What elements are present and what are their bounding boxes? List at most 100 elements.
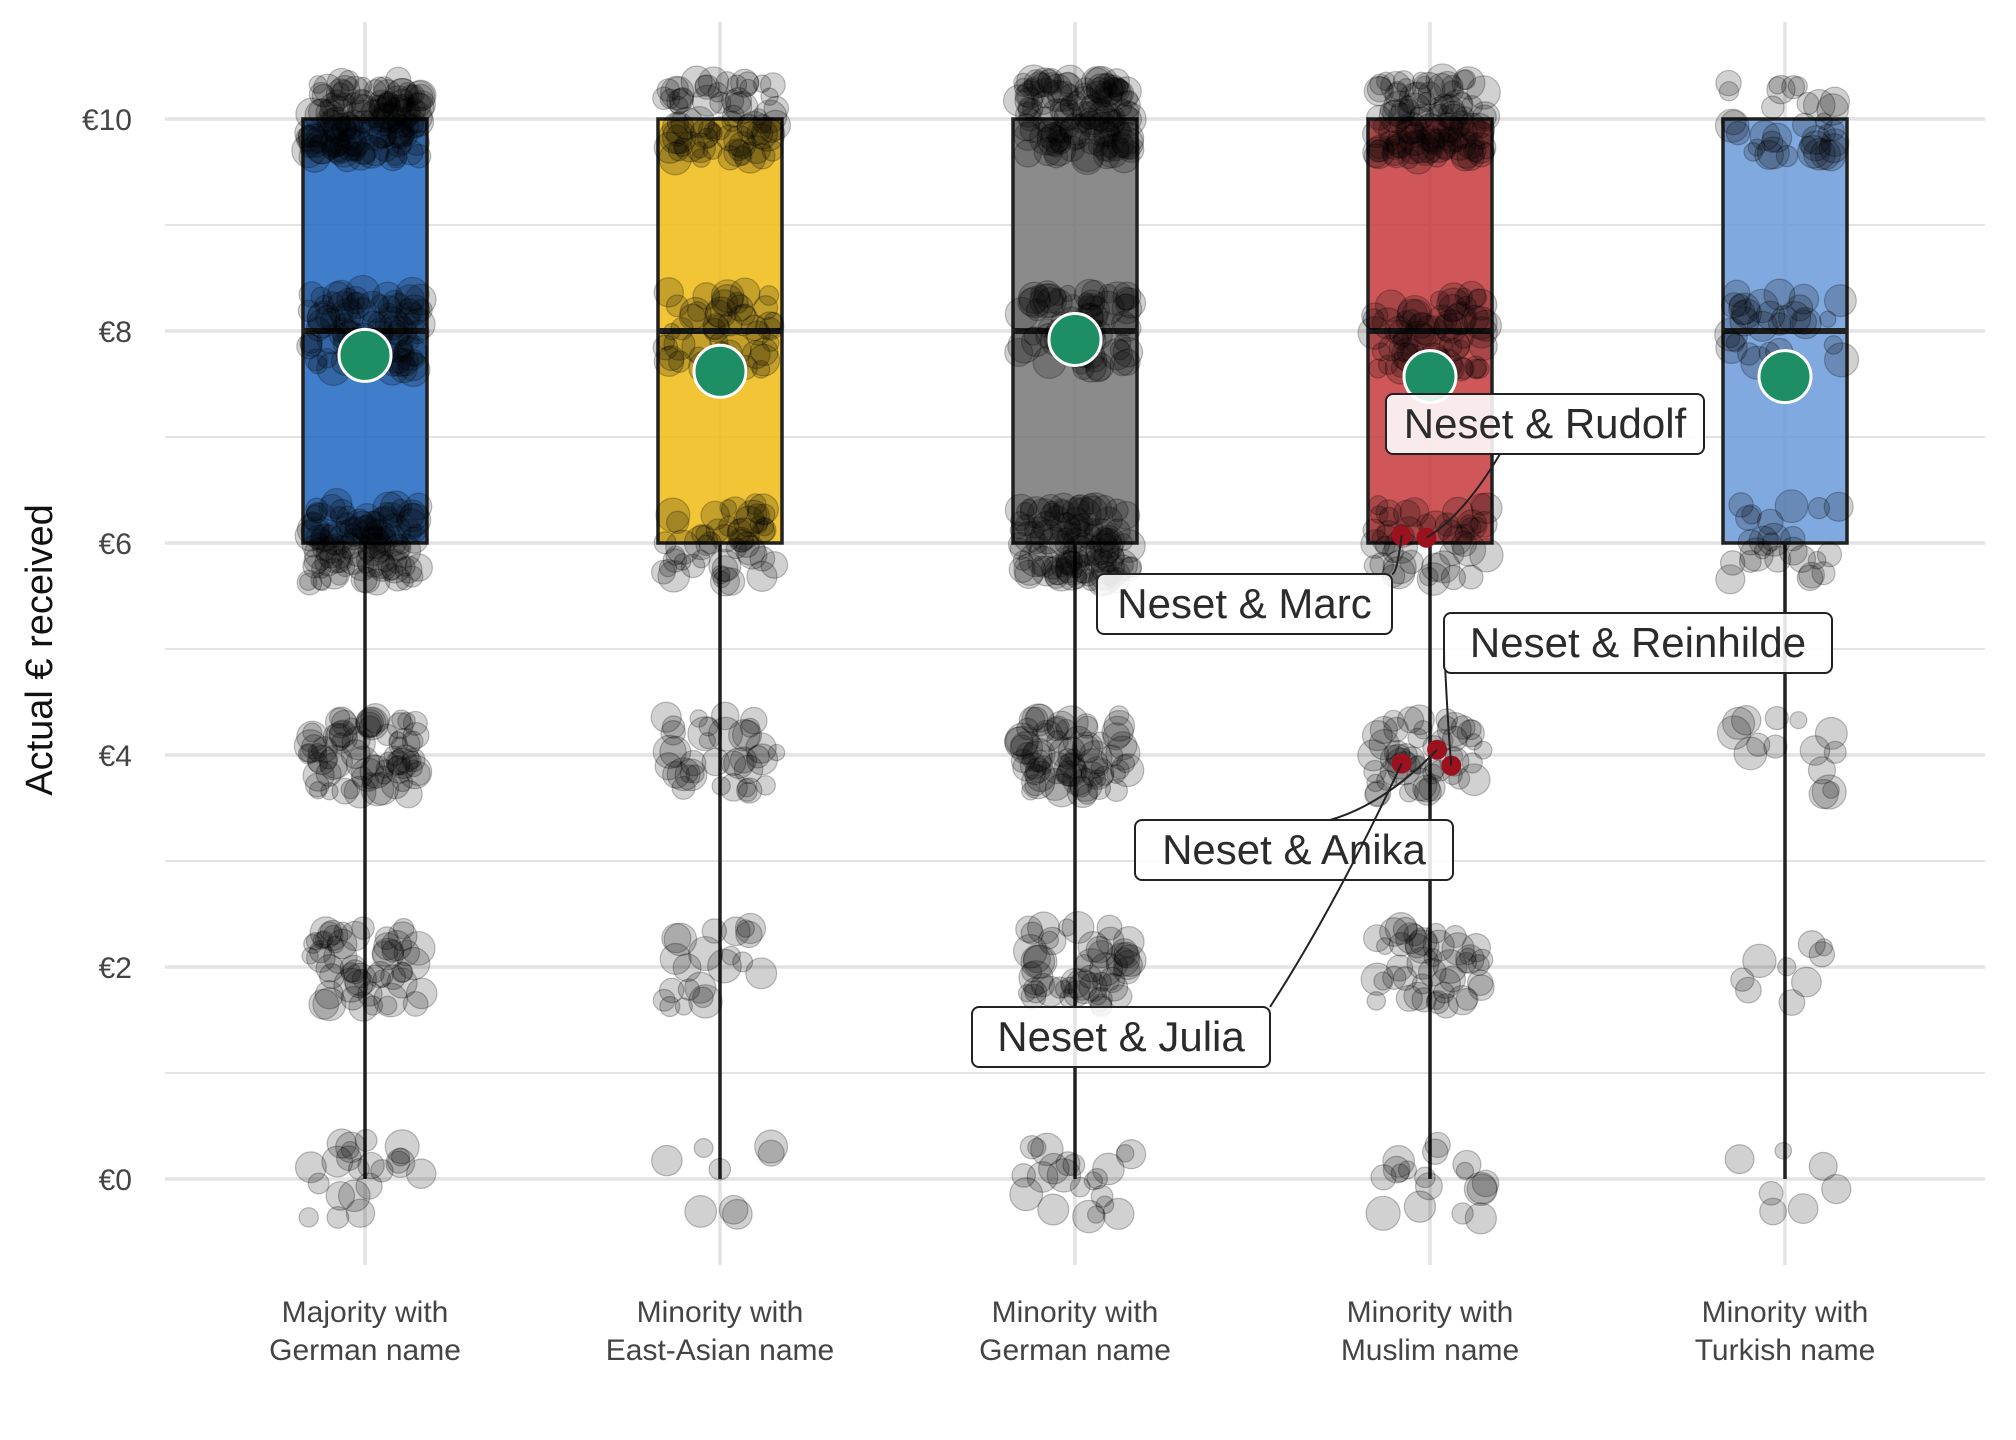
jitter-point <box>301 947 319 965</box>
jitter-point <box>325 545 354 574</box>
x-tick-label-line1: Minority with <box>1347 1296 1514 1329</box>
jitter-point <box>297 124 320 148</box>
jitter-point <box>1366 991 1387 1011</box>
jitter-point <box>294 1151 327 1184</box>
jitter-point <box>1055 550 1081 576</box>
jitter-point <box>390 88 414 112</box>
jitter-point <box>1823 342 1860 378</box>
jitter-point <box>712 570 731 589</box>
jitter-point <box>1791 966 1822 998</box>
jitter-point <box>322 109 344 132</box>
jitter-point <box>391 98 422 129</box>
jitter-point <box>351 730 371 750</box>
jitter-point <box>373 982 409 1018</box>
jitter-point <box>1092 120 1122 150</box>
jitter-point <box>347 1158 370 1181</box>
jitter-point <box>372 281 404 313</box>
annotation-label: Neset & Reinhilde <box>1470 619 1806 666</box>
jitter-point <box>1024 706 1049 731</box>
jitter-point <box>385 749 411 775</box>
jitter-point <box>1009 731 1043 765</box>
jitter-point <box>1091 494 1118 521</box>
jitter-point <box>1012 933 1048 969</box>
jitter-point <box>1067 970 1102 1005</box>
jitter-point <box>297 299 321 323</box>
jitter-point <box>319 520 355 556</box>
jitter-point <box>1724 1144 1755 1175</box>
jitter-point <box>319 524 344 549</box>
jitter-point <box>720 89 745 113</box>
jitter-point <box>1111 500 1141 530</box>
jitter-point <box>1368 139 1389 160</box>
jitter-point <box>320 128 350 158</box>
jitter-point <box>1048 530 1075 556</box>
y-axis-title: Actual € received <box>19 504 61 796</box>
jitter-point <box>721 945 741 966</box>
jitter-point <box>296 512 331 547</box>
jitter-point <box>1743 142 1764 162</box>
jitter-point <box>745 320 771 346</box>
jitter-point <box>658 119 693 155</box>
jitter-point <box>701 747 731 777</box>
jitter-point <box>1012 550 1034 572</box>
jitter-point <box>1414 1166 1436 1189</box>
jitter-point <box>1090 758 1109 777</box>
jitter-point <box>346 89 381 124</box>
jitter-point <box>1055 542 1089 576</box>
jitter-point <box>357 532 391 567</box>
jitter-point <box>336 287 360 312</box>
jitter-point <box>337 1179 371 1213</box>
jitter-point <box>1012 753 1041 782</box>
jitter-point <box>659 735 692 768</box>
jitter-point <box>318 744 354 779</box>
annotation-label: Neset & Rudolf <box>1404 400 1687 447</box>
jitter-point <box>753 99 788 134</box>
jitter-point <box>1019 752 1048 780</box>
jitter-point <box>1095 76 1125 106</box>
jitter-point <box>739 78 758 97</box>
jitter-point <box>321 1145 354 1178</box>
jitter-point <box>723 124 756 157</box>
jitter-point <box>1456 131 1485 160</box>
jitter-point <box>1369 73 1392 96</box>
jitter-point <box>1378 116 1408 147</box>
jitter-point <box>1078 127 1106 155</box>
jitter-point <box>1441 80 1464 103</box>
jitter-point <box>308 988 340 1020</box>
jitter-point <box>386 1150 411 1174</box>
jitter-point <box>660 720 686 746</box>
jitter-point <box>404 84 425 106</box>
jitter-point <box>1397 116 1425 144</box>
jitter-point <box>1092 102 1127 138</box>
jitter-point <box>1085 356 1112 383</box>
jitter-point <box>1011 1163 1036 1188</box>
jitter-point <box>315 760 342 787</box>
jitter-point <box>1007 329 1042 364</box>
jitter-point <box>1077 495 1108 527</box>
jitter-point <box>707 82 729 103</box>
jitter-point <box>691 549 711 569</box>
jitter-point <box>354 1128 378 1152</box>
jitter-point <box>1383 716 1409 743</box>
jitter-point <box>1062 506 1091 536</box>
jitter-point <box>404 553 433 582</box>
jitter-point <box>707 116 732 141</box>
jitter-point <box>365 533 395 563</box>
jitter-point <box>1032 106 1059 133</box>
jitter-point <box>1098 966 1126 994</box>
jitter-point <box>1796 564 1824 592</box>
jitter-point <box>755 311 785 341</box>
jitter-point <box>1061 911 1095 944</box>
jitter-point <box>385 551 408 574</box>
jitter-point <box>1448 134 1484 169</box>
jitter-point <box>671 775 696 800</box>
jitter-point <box>1003 726 1034 756</box>
jitter-point <box>1021 98 1044 120</box>
jitter-point <box>722 92 753 122</box>
jitter-point <box>1007 531 1033 557</box>
jitter-point <box>326 928 358 960</box>
jitter-point <box>1362 119 1391 149</box>
jitter-point <box>377 548 412 584</box>
jitter-point <box>1013 72 1033 93</box>
jitter-point <box>692 282 721 310</box>
